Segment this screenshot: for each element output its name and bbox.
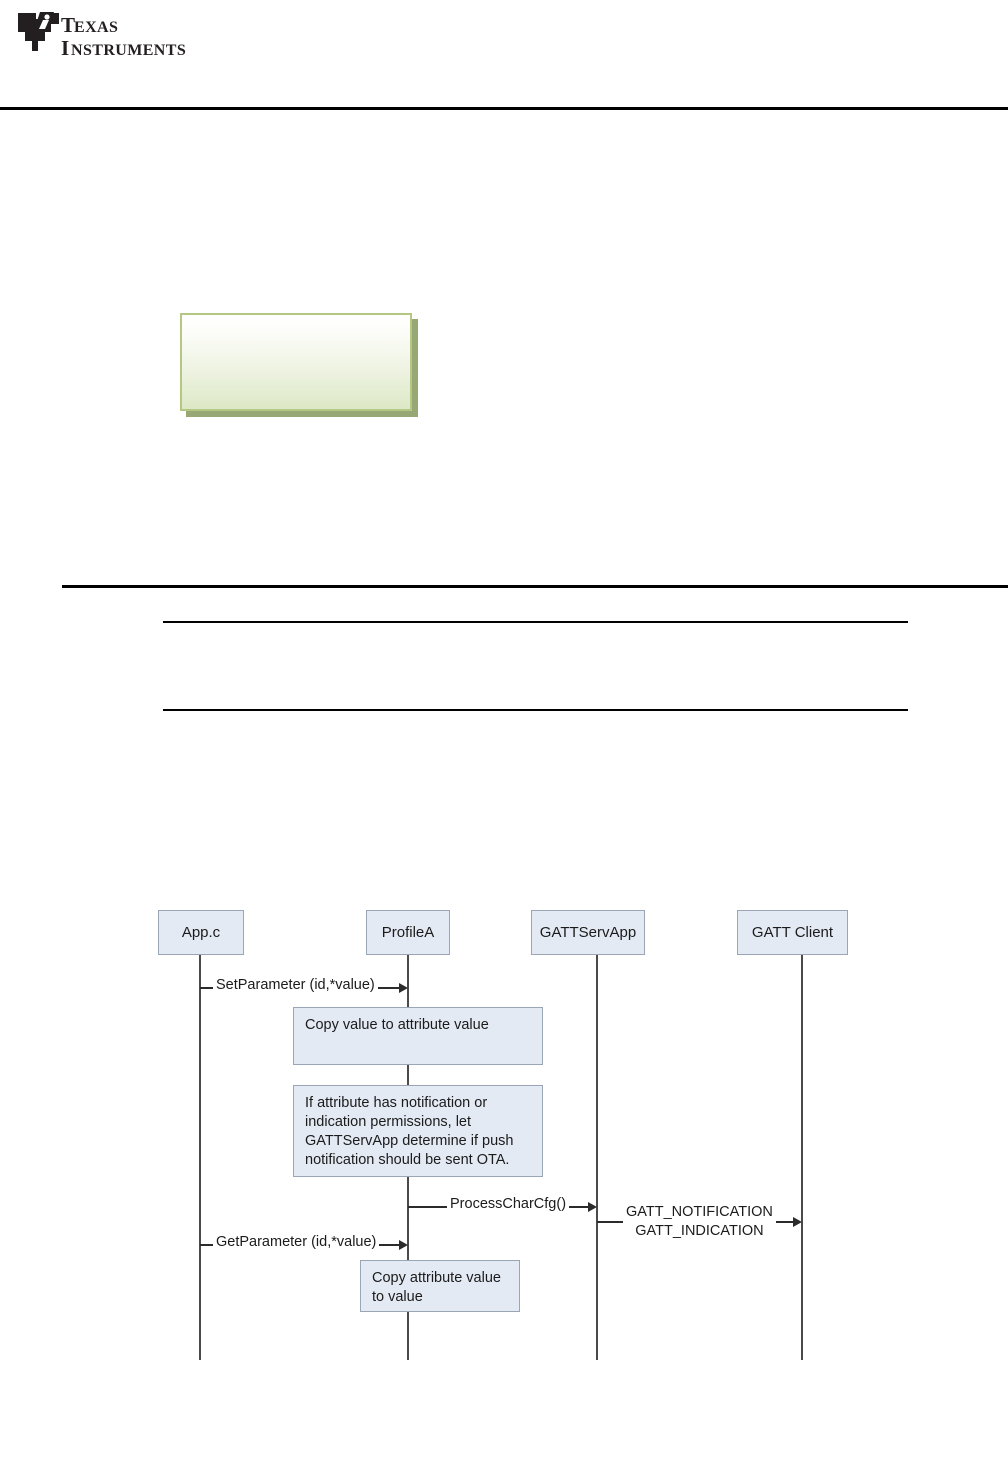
svg-text:I: I [61,36,70,60]
callout-box-body [180,313,412,411]
lifeline-label: GATTServApp [539,924,637,941]
message-arrow-head-0 [399,982,408,993]
ti-logo: T EXAS I NSTRUMENTS [14,10,204,66]
lifeline-stem-3 [801,955,803,1360]
table-rule-top [163,621,908,623]
svg-text:T: T [61,13,75,37]
header-rule [0,107,1008,110]
lifeline-header-1: ProfileA [366,910,450,955]
svg-text:EXAS: EXAS [74,19,118,36]
lifeline-label: App.c [181,924,221,941]
ti-logo-svg: T EXAS I NSTRUMENTS [18,12,186,60]
lifeline-header-0: App.c [158,910,244,955]
table-rule-bottom [163,709,908,711]
message-label-line: GATT_NOTIFICATION [626,1204,773,1220]
section-rule [62,585,1008,588]
message-label-3: GetParameter (id,*value) [213,1234,380,1250]
note-box-1: If attribute has notification or indicat… [293,1085,543,1177]
note-box-0: Copy value to attribute value [293,1007,543,1065]
callout-box [180,313,418,417]
message-label-1: ProcessCharCfg() [447,1196,570,1212]
lifeline-label: GATT Client [751,924,834,941]
lifeline-stem-2 [596,955,598,1360]
message-arrow-head-1 [588,1201,597,1212]
message-arrow-head-2 [793,1216,802,1227]
lifeline-stem-0 [199,955,201,1360]
message-label-2: GATT_NOTIFICATION GATT_INDICATION [623,1203,776,1241]
message-arrow-head-3 [399,1239,408,1250]
lifeline-label: ProfileA [381,924,435,941]
svg-text:NSTRUMENTS: NSTRUMENTS [71,42,186,59]
note-box-2: Copy attribute value to value [360,1260,520,1312]
lifeline-header-3: GATT Client [737,910,848,955]
lifeline-header-2: GATTServApp [531,910,645,955]
message-label-0: SetParameter (id,*value) [213,977,378,993]
message-label-line: GATT_INDICATION [635,1223,764,1239]
